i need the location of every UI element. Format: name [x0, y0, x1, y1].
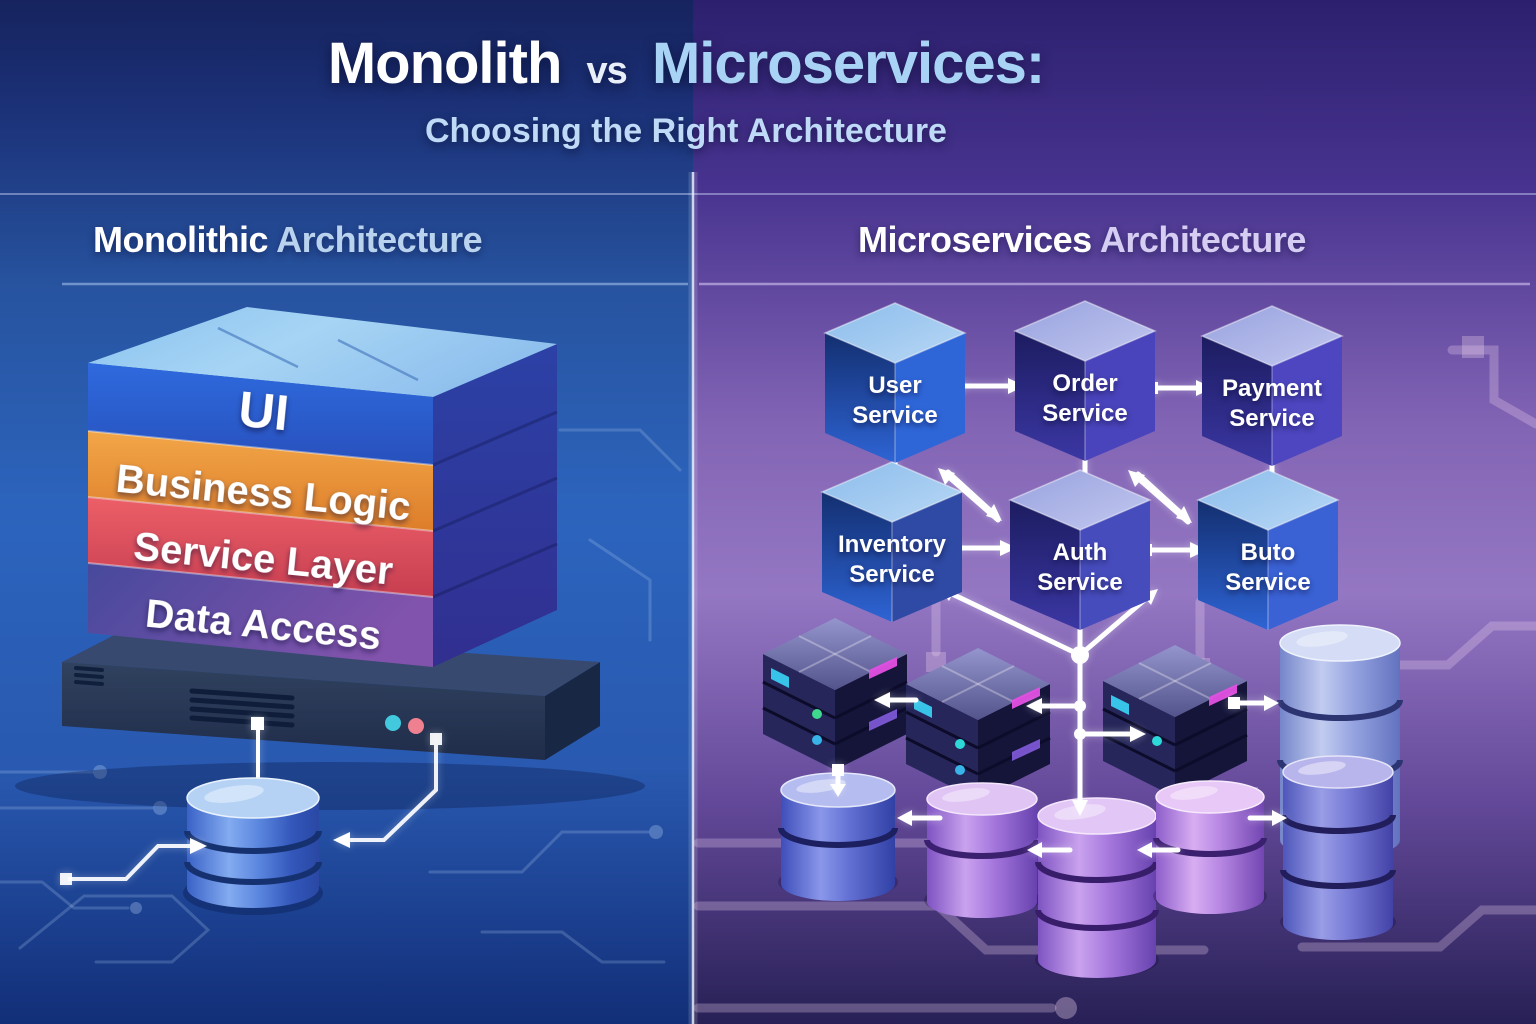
- service-label-line1: User: [868, 372, 921, 399]
- service-label-line1: Order: [1052, 370, 1117, 397]
- circuit-traces-left: [0, 428, 682, 964]
- chassis-vent-icon: [189, 688, 295, 728]
- database-icon: [1153, 780, 1267, 914]
- server-rack-icon: [762, 618, 908, 770]
- right-panel-heading: Microservices Architecture: [858, 219, 1306, 261]
- service-label-line1: Auth: [1053, 539, 1108, 566]
- service-label-line2: Service: [1225, 569, 1310, 596]
- service-cube-order: Order Service: [1013, 300, 1157, 461]
- service-cube-inventory: Inventory Service: [820, 461, 964, 622]
- title-monolith: Monolith: [327, 31, 563, 96]
- service-label-line2: Service: [1042, 400, 1127, 427]
- monolith-stack: UI Business Logic Service Layer Data Acc…: [87, 307, 558, 667]
- main-title: Monolith vs Microservices:: [0, 30, 1372, 97]
- left-heading-secondary: Architecture: [276, 219, 483, 260]
- db-connector: [251, 717, 264, 778]
- db-trace-right: [333, 733, 442, 848]
- layer-business-logic: [88, 431, 433, 531]
- service-label-line2: Service: [849, 561, 934, 588]
- left-panel-heading: Monolithic Architecture: [93, 219, 483, 261]
- service-cube-auth: Auth Service: [1008, 469, 1152, 630]
- database-icon: [778, 772, 898, 901]
- database-icon: [1280, 755, 1396, 940]
- service-cube-payment: Payment Service: [1200, 305, 1344, 466]
- service-label-line2: Service: [1037, 569, 1122, 596]
- layer-label-ui: UI: [236, 381, 291, 442]
- server-rack-icon: [1102, 645, 1248, 797]
- server-rack-icon: [905, 648, 1051, 800]
- service-cube-buto: Buto Service: [1196, 469, 1340, 630]
- database-icon: [924, 782, 1040, 918]
- right-heading-primary: Microservices: [858, 219, 1092, 260]
- db-trace-left: [60, 838, 207, 885]
- monolith-top-face: [88, 307, 557, 397]
- service-label-line2: Service: [1229, 405, 1314, 432]
- subtitle: Choosing the Right Architecture: [425, 112, 947, 150]
- title-vs: vs: [586, 50, 628, 92]
- layer-service-layer: [88, 497, 433, 597]
- title-microservices: Microservices:: [651, 31, 1045, 96]
- monolith-illustration: UI Business Logic Service Layer Data Acc…: [15, 307, 645, 915]
- service-cube-user: User Service: [823, 302, 967, 463]
- base-shadow: [15, 762, 645, 810]
- service-label-line1: Buto: [1241, 539, 1296, 566]
- right-heading-secondary: Architecture: [1099, 219, 1307, 260]
- chassis-menu-icon: [74, 666, 104, 686]
- layer-data-access: [88, 563, 433, 667]
- status-led-teal: [385, 715, 401, 731]
- microservices-illustration: User Service Order Service Payment Servi…: [762, 300, 1403, 978]
- monolith-side-face: [433, 344, 557, 667]
- service-label-line2: Service: [852, 402, 937, 429]
- service-label-line1: Payment: [1222, 375, 1322, 402]
- database-icon: [1035, 797, 1159, 978]
- left-heading-primary: Monolithic: [93, 219, 268, 260]
- database-icon: [183, 777, 323, 915]
- status-led-pink: [408, 718, 424, 734]
- service-label-line1: Inventory: [838, 531, 947, 558]
- server-chassis-icon: [62, 630, 600, 760]
